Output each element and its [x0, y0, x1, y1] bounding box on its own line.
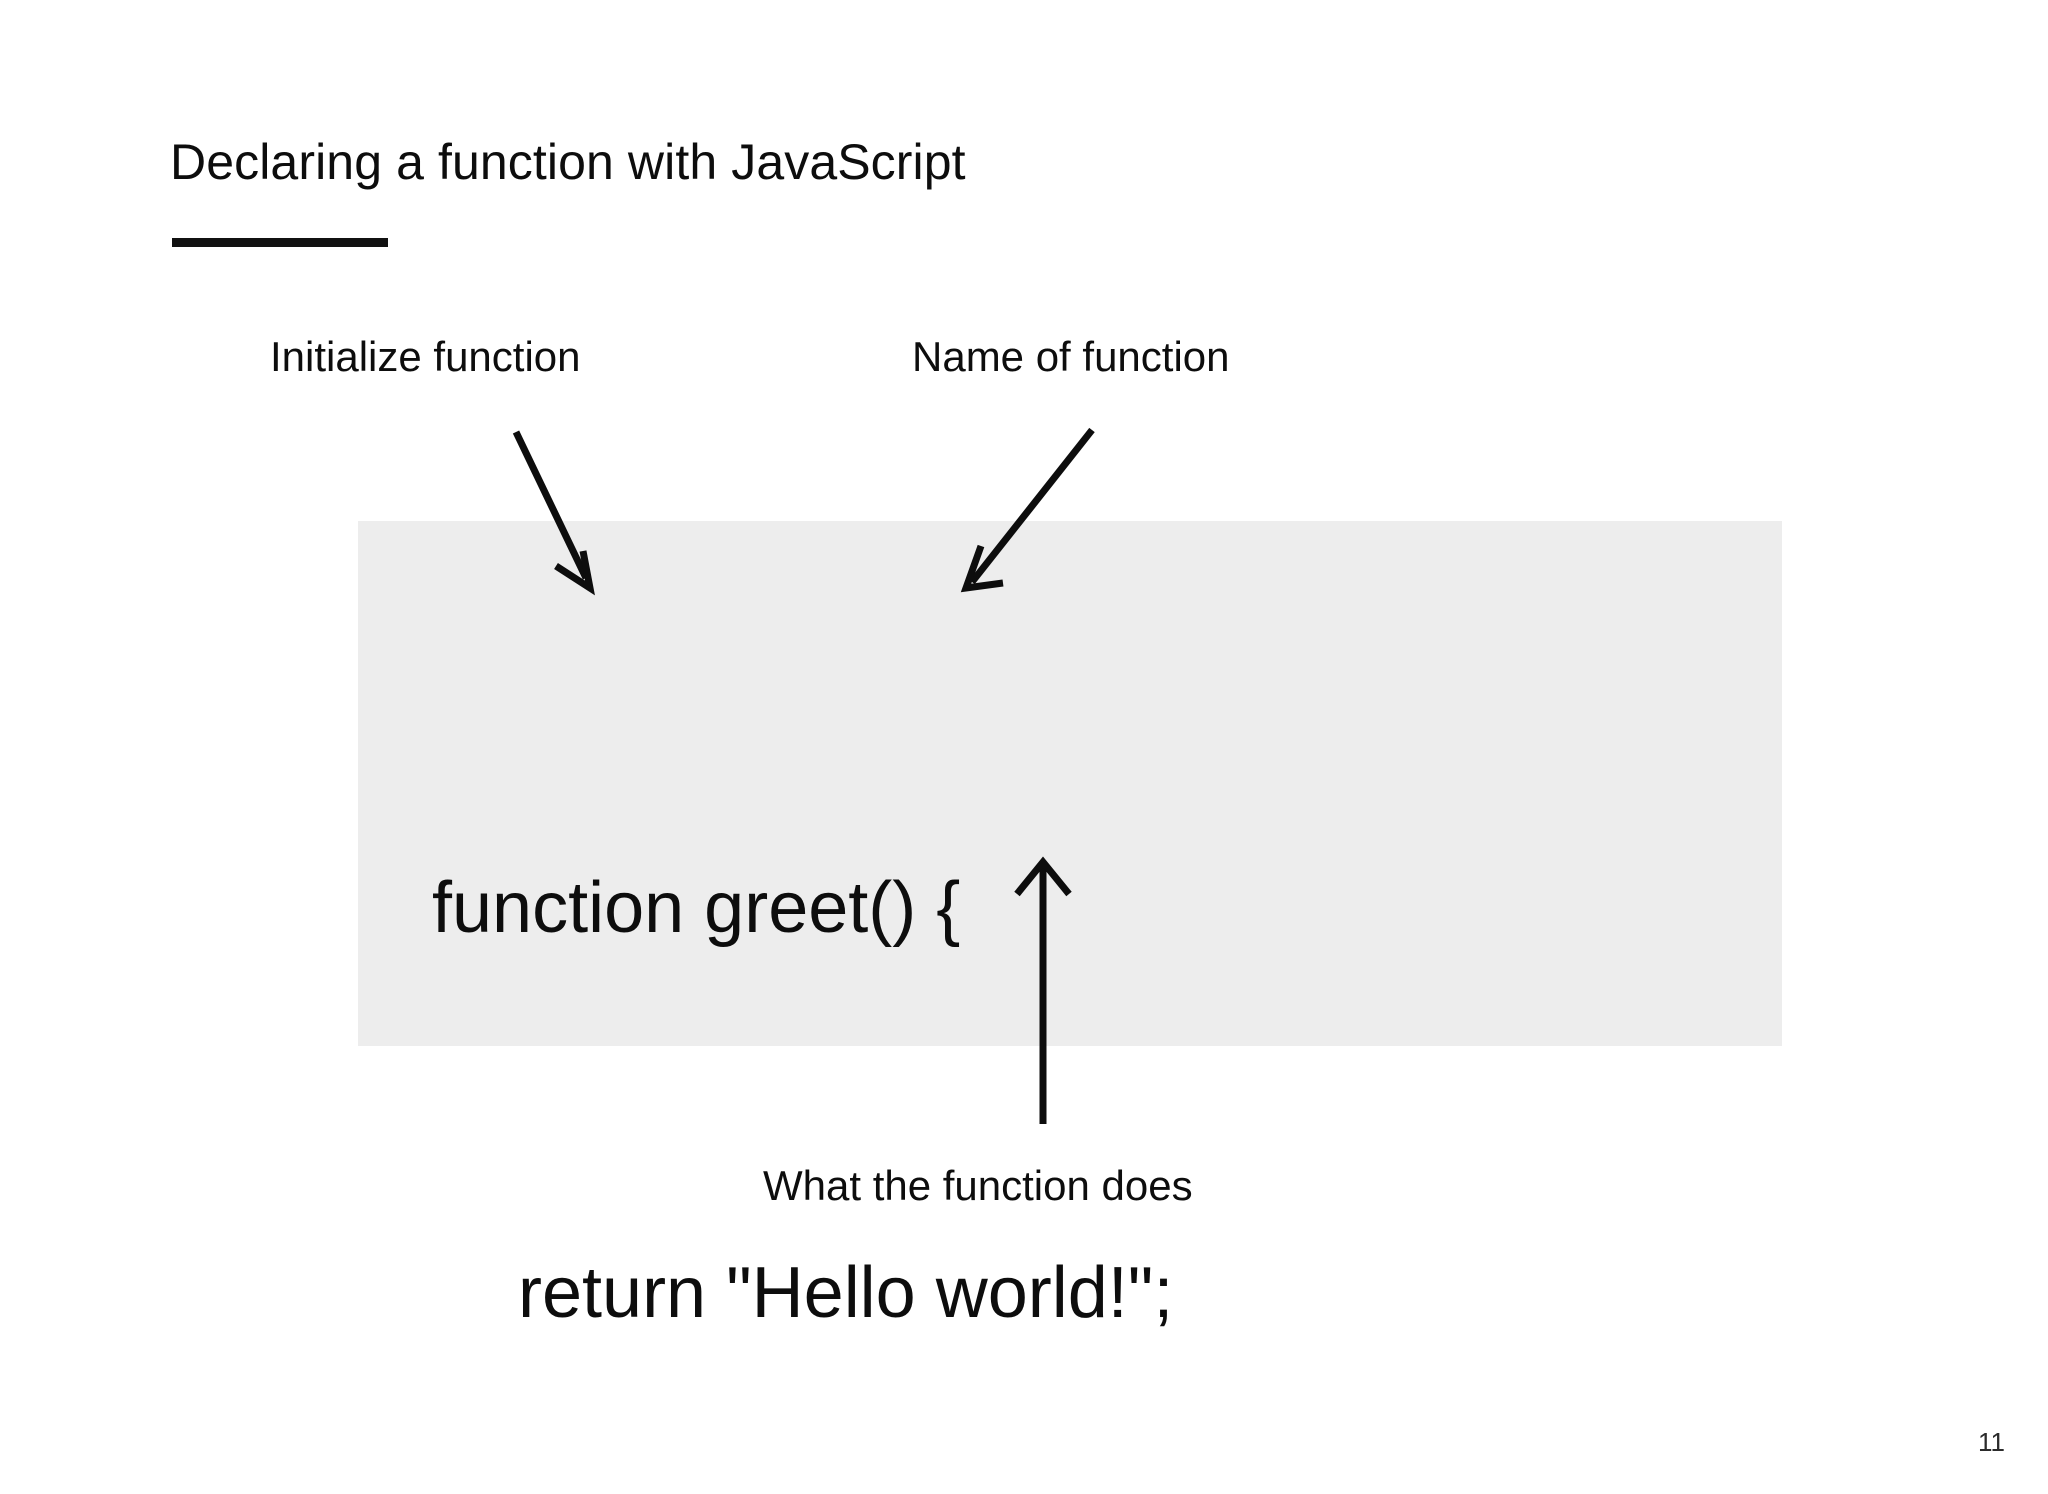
- callout-label-name-of-function: Name of function: [912, 333, 1230, 380]
- code-line-1: function greet() {: [432, 868, 961, 949]
- callout-label-initialize-function: Initialize function: [270, 333, 581, 380]
- page-title: Declaring a function with JavaScript: [170, 134, 966, 190]
- callout-label-what-the-function-does: What the function does: [763, 1162, 1193, 1209]
- page-number: 11: [1978, 1427, 2005, 1457]
- code-block: function greet() { return "Hello world!"…: [358, 521, 1782, 1333]
- code-snippet: function greet() { return "Hello world!"…: [432, 588, 1173, 1494]
- title-underline-rule: [172, 238, 388, 247]
- code-line-2: return "Hello world!";: [518, 1252, 1174, 1333]
